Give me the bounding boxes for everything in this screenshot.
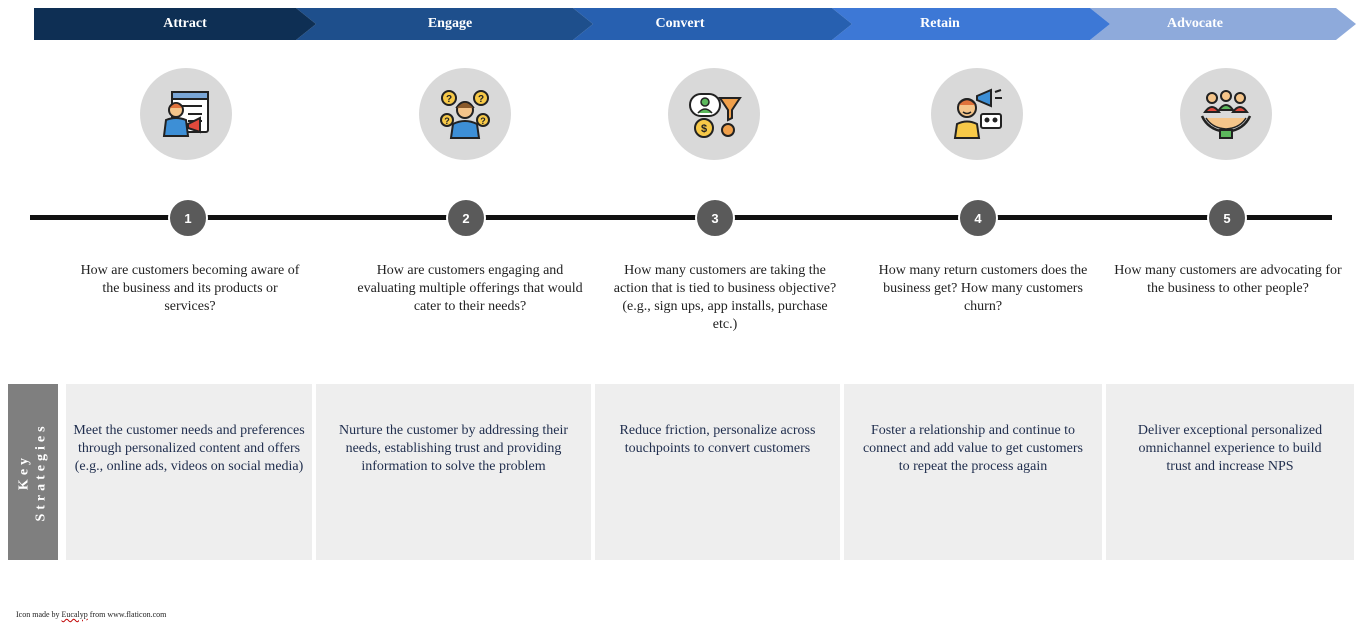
- chevron-label-attract: Attract: [163, 16, 207, 31]
- chevron-label-retain: Retain: [920, 16, 960, 31]
- thinking-questions-icon: ? ? ? ?: [440, 90, 490, 139]
- chevron-convert: [573, 8, 852, 40]
- svg-text:?: ?: [478, 94, 484, 105]
- engage-question: How are customers engaging and evaluatin…: [357, 263, 583, 314]
- loyal-customer-megaphone-icon: [953, 88, 1002, 139]
- chevron-label-advocate: Advocate: [1167, 16, 1223, 31]
- advocate-strategy-text: Deliver exceptional personalized omnicha…: [1137, 423, 1323, 474]
- conversion-funnel-icon: $: [689, 93, 742, 138]
- attract-icon-circle: [140, 68, 232, 160]
- retain-strategy-text: Foster a relationship and continue to co…: [862, 423, 1084, 474]
- svg-text:?: ?: [444, 116, 450, 126]
- step-number-3: 3: [695, 198, 735, 238]
- step-number-1: 1: [168, 198, 208, 238]
- step-number-4: 4: [958, 198, 998, 238]
- svg-text:$: $: [701, 123, 707, 135]
- convert-strategy-text: Reduce friction, personalize across touc…: [619, 423, 816, 456]
- attract-strategy: Meet the customer needs and preferences …: [66, 384, 312, 560]
- retain-question: How many return customers does the busin…: [878, 263, 1088, 314]
- chevron-advocate: [1090, 8, 1356, 40]
- advocate-icon-circle: [1180, 68, 1272, 160]
- chevron-attract: [34, 8, 316, 40]
- marketer-billboard-icon: [162, 91, 209, 137]
- chevron-retain: [832, 8, 1110, 40]
- retain-icon-circle: [931, 68, 1023, 160]
- svg-text:?: ?: [480, 116, 486, 126]
- credit-prefix: Icon made by: [16, 610, 62, 619]
- retain-strategy: Foster a relationship and continue to co…: [844, 384, 1102, 560]
- credit-suffix: from www.flaticon.com: [87, 610, 167, 619]
- convert-question: How many customers are taking the action…: [613, 263, 837, 332]
- advocate-question: How many customers are advocating for th…: [1114, 263, 1342, 296]
- credit-author: Eucalyp: [61, 610, 88, 619]
- community-hands-icon: [1200, 90, 1252, 139]
- key-strategies-label: Key Strategies: [8, 384, 58, 560]
- chevron-label-convert: Convert: [655, 16, 705, 31]
- icon-credit: Icon made by Eucalyp from www.flaticon.c…: [16, 610, 166, 619]
- advocate-strategy: Deliver exceptional personalized omnicha…: [1106, 384, 1354, 560]
- stage-chevron-bar: [34, 8, 1356, 40]
- chevron-engage: [296, 8, 593, 40]
- step-number-2: 2: [446, 198, 486, 238]
- svg-text:?: ?: [446, 94, 452, 105]
- engage-strategy: Nurture the customer by addressing their…: [316, 384, 591, 560]
- engage-strategy-text: Nurture the customer by addressing their…: [339, 423, 568, 474]
- convert-strategy: Reduce friction, personalize across touc…: [595, 384, 840, 560]
- key-label-line-1: Key: [17, 453, 32, 491]
- attract-strategy-text: Meet the customer needs and preferences …: [73, 423, 305, 474]
- key-label-line-2: Strategies: [34, 422, 49, 522]
- step-number-5: 5: [1207, 198, 1247, 238]
- engage-icon-circle: ? ? ? ?: [419, 68, 511, 160]
- convert-icon-circle: $: [668, 68, 760, 160]
- chevron-label-engage: Engage: [427, 16, 473, 31]
- attract-question: How are customers becoming aware of the …: [80, 263, 300, 314]
- timeline-line: [30, 215, 1332, 220]
